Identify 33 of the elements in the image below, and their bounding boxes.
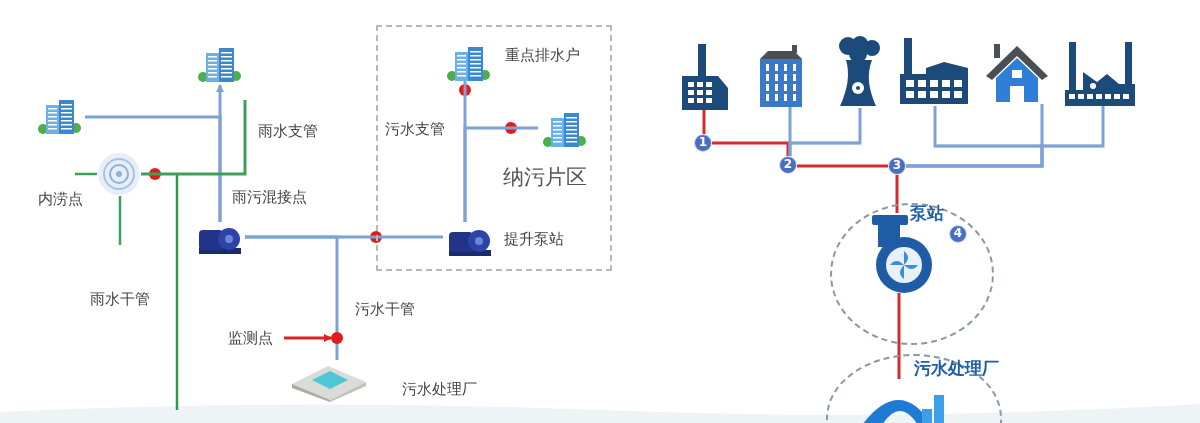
pipe: [788, 108, 862, 156]
pipe: [245, 235, 339, 360]
pipe-label: 污水支管: [385, 120, 445, 138]
monitoring-dot: [331, 332, 343, 344]
flow-arrow: [216, 84, 224, 222]
annotation-label: 监测点: [228, 329, 284, 349]
plant-title: 污水处理厂: [914, 358, 999, 378]
dashed-arc-frame: [826, 354, 1002, 423]
node-caption: 内涝点: [38, 190, 83, 208]
pipe-label: 雨水干管: [90, 290, 150, 308]
pipe: [702, 110, 706, 134]
node-caption: 重点排水户: [505, 46, 580, 64]
pipe-label: 雨水支管: [258, 122, 318, 140]
leader-arrow: [284, 334, 332, 342]
pipe: [141, 100, 247, 176]
step-number-badge: 3: [888, 157, 906, 175]
station-title: 泵站: [910, 203, 944, 223]
node-caption: 提升泵站: [504, 230, 564, 248]
pipe: [897, 293, 901, 379]
pipe: [895, 175, 899, 213]
step-number-badge: 4: [949, 225, 967, 243]
pipe: [797, 164, 888, 168]
pipe-label: 雨污混接点: [232, 188, 307, 206]
step-number-badge: 1: [694, 134, 712, 152]
pipe: [463, 126, 538, 222]
zone-title: 纳污片区: [503, 165, 587, 189]
pipe-label: 污水干管: [355, 300, 415, 318]
pipe: [712, 141, 790, 156]
step-number-badge: 2: [779, 156, 797, 174]
dashed-zone-frame: [376, 25, 612, 271]
dashed-circle-frame: [830, 203, 994, 345]
node-caption: 污水处理厂: [402, 380, 477, 398]
pipe: [906, 106, 1105, 168]
